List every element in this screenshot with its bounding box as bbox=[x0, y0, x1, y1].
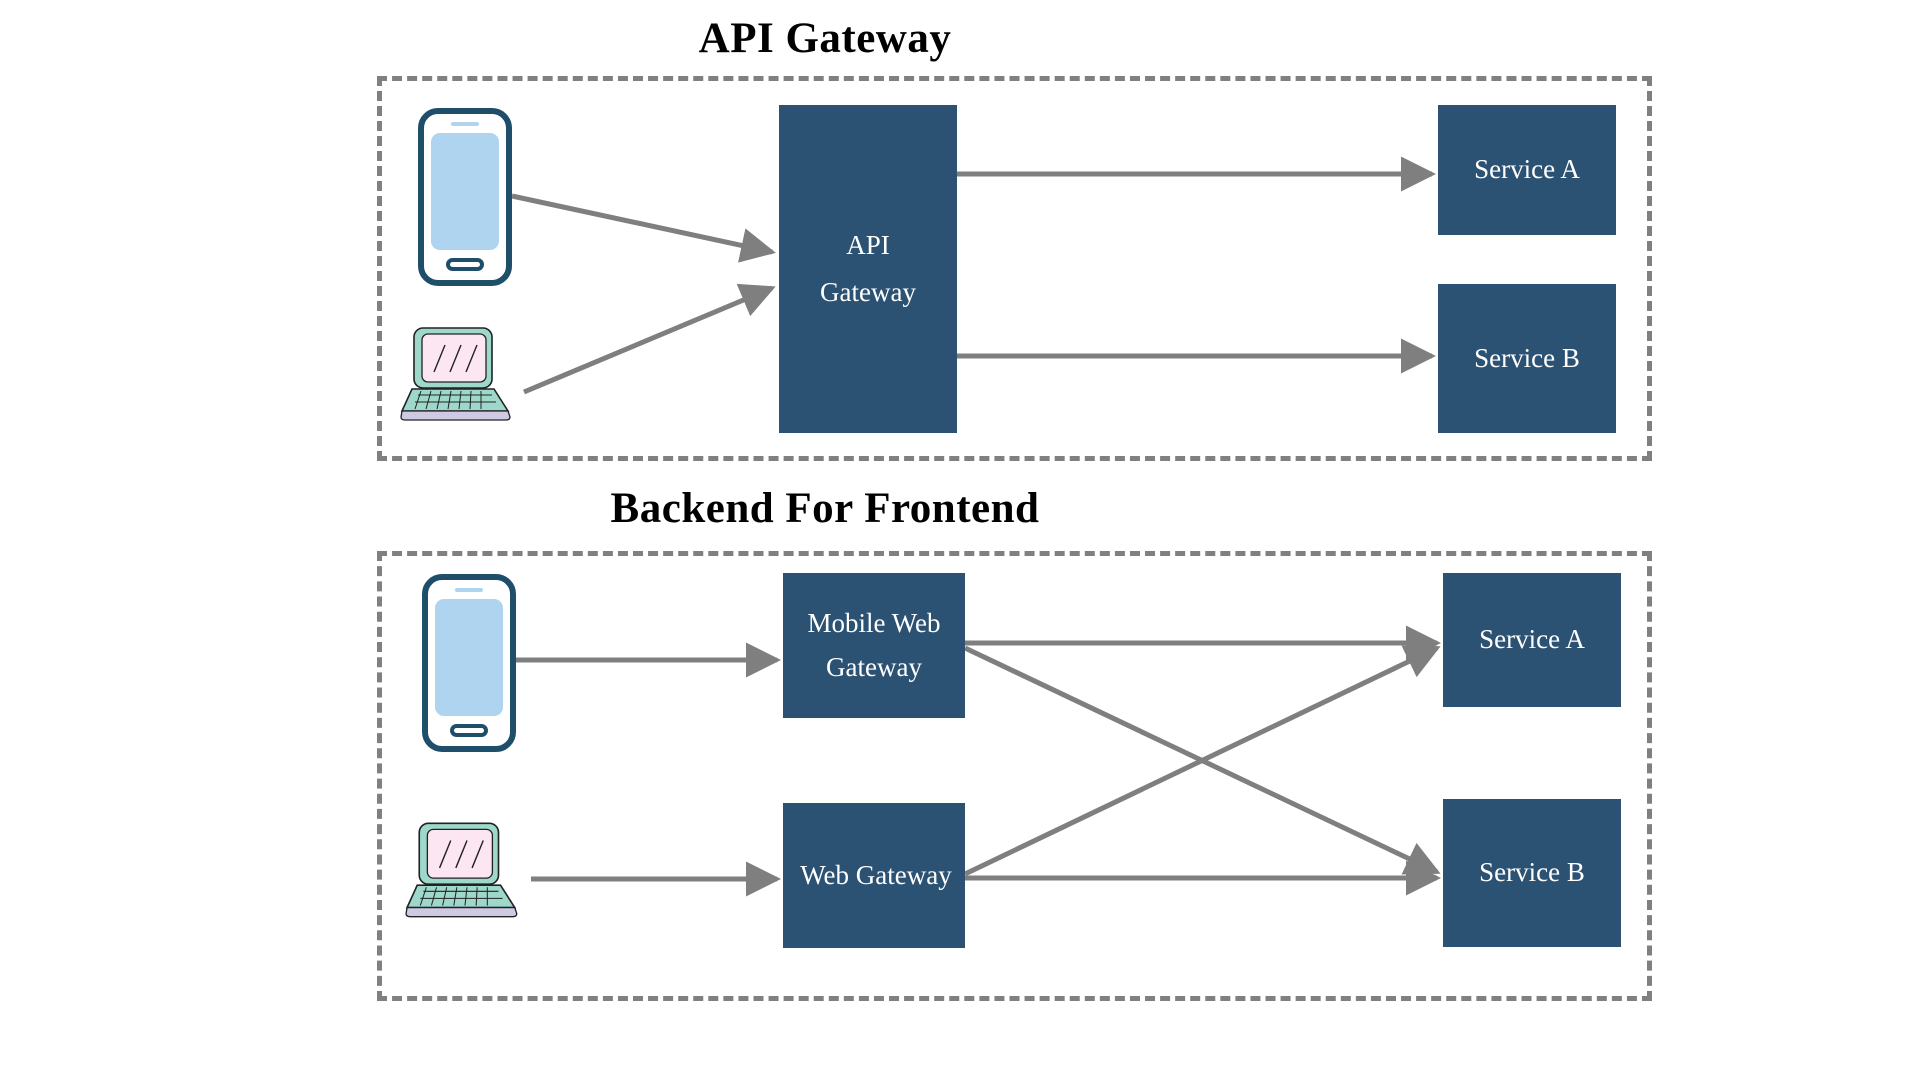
node-web-gateway[interactable]: Web Gateway bbox=[783, 803, 965, 948]
node-service-a-backend-for-frontend[interactable]: Service A bbox=[1443, 573, 1621, 707]
diagram-group-backend-for-frontend bbox=[377, 551, 1652, 1001]
node-web-gateway-label: Web Gateway bbox=[800, 859, 952, 890]
node-service-a-api-gateway[interactable]: Service A bbox=[1438, 105, 1616, 235]
node-service-a-label: Service A bbox=[1479, 624, 1585, 655]
mobile-phone-icon bbox=[422, 574, 516, 752]
laptop-icon bbox=[398, 325, 524, 425]
connector-phone-to-api-gateway bbox=[511, 193, 776, 263]
diagram-title-api-gateway: API Gateway bbox=[698, 15, 952, 62]
node-mobile-web-gateway[interactable]: Mobile Web Gateway bbox=[783, 573, 965, 718]
connector-laptop-to-api-gateway bbox=[523, 283, 776, 395]
node-mobile-web-gateway-label: Mobile Web Gateway bbox=[807, 608, 941, 682]
diagram-group-api-gateway bbox=[377, 76, 1652, 461]
node-service-b-label: Service B bbox=[1479, 857, 1585, 888]
node-service-b-api-gateway[interactable]: Service B bbox=[1438, 284, 1616, 433]
laptop-icon bbox=[403, 820, 531, 922]
node-api-gateway-label: API Gateway bbox=[820, 229, 916, 307]
connector-web-gateway-to-service-a bbox=[963, 645, 1441, 877]
node-service-a-label: Service A bbox=[1474, 154, 1580, 185]
connector-group-backend-for-frontend bbox=[516, 625, 1442, 897]
mobile-phone-icon bbox=[418, 108, 512, 286]
connector-group-api-gateway bbox=[511, 156, 1437, 395]
node-service-b-label: Service B bbox=[1474, 342, 1580, 373]
node-service-b-backend-for-frontend[interactable]: Service B bbox=[1443, 799, 1621, 947]
node-api-gateway[interactable]: API Gateway bbox=[779, 105, 957, 433]
diagram-title-backend-for-frontend: Backend For Frontend bbox=[610, 485, 1040, 532]
